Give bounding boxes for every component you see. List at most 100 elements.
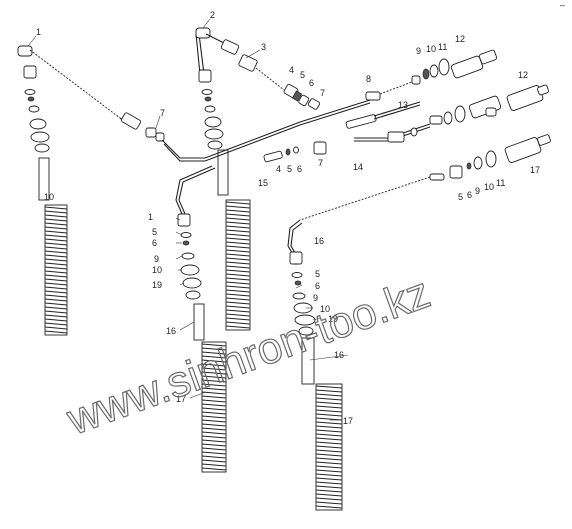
callout-l12a: 12 <box>455 34 465 44</box>
hose-rib <box>44 206 68 210</box>
hose-rib <box>315 425 343 429</box>
callout-l6c: 6 <box>467 190 472 200</box>
callout-l19b: 19 <box>328 314 338 324</box>
hose-rib <box>225 233 251 237</box>
hose-rib <box>225 241 251 245</box>
hose-rib <box>225 317 251 321</box>
callout-l12b: 12 <box>518 70 528 80</box>
hose-rib <box>201 403 227 407</box>
hose-rib <box>201 427 227 431</box>
hose-rib <box>44 234 68 238</box>
callout-l16c: 16 <box>334 350 344 360</box>
hose-rib <box>315 421 343 425</box>
callout-l11b: 11 <box>496 178 505 188</box>
hose-rib <box>225 205 251 209</box>
callout-l9b: 9 <box>475 186 480 196</box>
hose-rib <box>44 210 68 214</box>
hose-rib <box>315 413 343 417</box>
hose-rib <box>225 325 251 329</box>
top-left-elbow <box>17 45 33 57</box>
hose-rib <box>315 441 343 445</box>
callout-l16a: 16 <box>166 326 176 336</box>
hose-rib <box>201 419 227 423</box>
hose-rib <box>44 242 68 246</box>
hose-rib <box>44 262 68 266</box>
hose-rib <box>201 451 227 455</box>
hose-rib <box>44 258 68 262</box>
hose-rib <box>201 363 227 367</box>
hose-rib <box>315 397 343 401</box>
hose-rib <box>201 443 227 447</box>
hose-rib <box>44 222 68 226</box>
pipe-13-14 <box>345 101 431 143</box>
callout-l5b: 5 <box>287 164 292 174</box>
hose-rib <box>201 463 227 467</box>
hose-rib <box>225 225 251 229</box>
hose-rib <box>315 481 343 485</box>
hose-rib <box>44 214 68 218</box>
hose-rib <box>225 321 251 325</box>
callout-labels: 1 2 3 4 5 6 7 7 8 9 10 11 12 12 13 14 15… <box>36 10 540 426</box>
hose-rib <box>225 253 251 257</box>
hose-rib <box>225 201 251 205</box>
hose-rib <box>201 391 227 395</box>
hose-rib <box>225 269 251 273</box>
right-lower-nozzle-assembly <box>429 134 551 181</box>
hose-rib <box>201 351 227 355</box>
hose-rib <box>44 290 68 294</box>
callout-l1a: 1 <box>36 27 41 37</box>
upper-right-nozzle-assembly <box>365 49 498 101</box>
hose-rib <box>315 385 343 389</box>
callout-l17b: 17 <box>176 394 186 404</box>
hose-rib <box>315 409 343 413</box>
hose-rib <box>201 467 227 471</box>
hose-rib <box>315 445 343 449</box>
callout-l13: 13 <box>398 100 408 110</box>
hose-rib <box>225 245 251 249</box>
callout-l10c: 10 <box>44 192 54 202</box>
callout-l17a: 17 <box>530 165 540 175</box>
hose-rib <box>201 407 227 411</box>
hose-rib <box>201 447 227 451</box>
hose-rib <box>225 229 251 233</box>
callout-l2: 2 <box>210 10 215 20</box>
corner-mark: – <box>560 0 565 10</box>
hose-rib <box>44 282 68 286</box>
callout-l17c: 17 <box>343 416 353 426</box>
callout-l9d: 9 <box>313 293 318 303</box>
hose-rib <box>44 322 68 326</box>
callout-l4a: 4 <box>289 65 294 75</box>
hose-rib <box>315 473 343 477</box>
hose-rib <box>44 330 68 334</box>
bottom-right-injector-assembly <box>289 251 343 511</box>
hose-rib <box>225 261 251 265</box>
hose-rib <box>315 477 343 481</box>
hose-rib <box>201 435 227 439</box>
hose-rib <box>225 293 251 297</box>
hose-rib <box>201 387 227 391</box>
hose-rib <box>315 457 343 461</box>
hose-rib <box>201 355 227 359</box>
hose-rib <box>201 343 227 347</box>
callout-l10b: 10 <box>484 182 494 192</box>
hose-rib <box>44 270 68 274</box>
hose-rib <box>315 453 343 457</box>
callout-l10d: 10 <box>152 265 162 275</box>
hose-rib <box>44 218 68 222</box>
hose-rib <box>44 238 68 242</box>
callout-l5e: 5 <box>315 269 320 279</box>
hose-rib <box>225 213 251 217</box>
hose-rib <box>44 246 68 250</box>
hose-rib <box>225 265 251 269</box>
hose-rib <box>225 285 251 289</box>
callout-l7c: 7 <box>318 158 323 168</box>
hose-rib <box>315 437 343 441</box>
callout-l1b: 1 <box>148 212 153 222</box>
hose-rib <box>44 298 68 302</box>
hose-rib <box>315 505 343 509</box>
callout-l6a: 6 <box>309 78 314 88</box>
callout-l4b: 4 <box>276 164 281 174</box>
hose-rib <box>44 302 68 306</box>
hose-rib <box>315 497 343 501</box>
callout-l3: 3 <box>261 42 266 52</box>
